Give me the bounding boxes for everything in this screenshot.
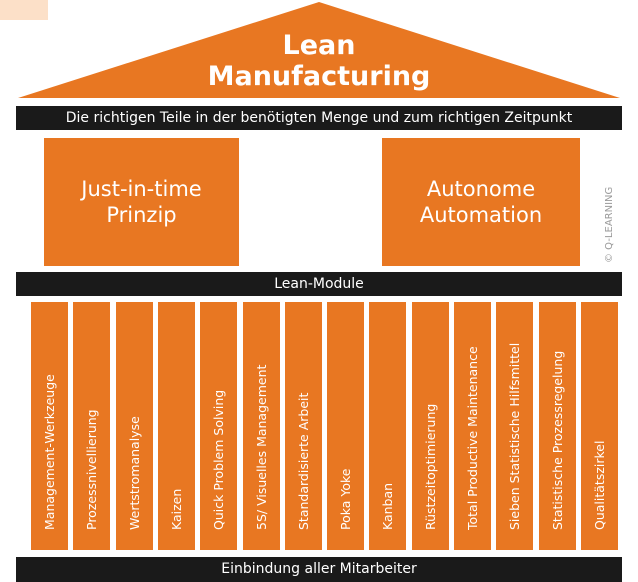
module-column: Prozessnivellierung: [73, 302, 110, 550]
corner-tab: [0, 0, 48, 20]
module-label: Prozessnivellierung: [83, 409, 99, 530]
pillar-autonome-automation: Autonome Automation: [382, 138, 580, 266]
modules-header-bar: Lean-Module: [16, 272, 622, 296]
tagline-bar: Die richtigen Teile in der benötigten Me…: [16, 106, 622, 130]
module-label: Total Productive Maintenance: [464, 346, 480, 530]
module-column: Kanban: [369, 302, 406, 550]
pillar-label: Just-in-time Prinzip: [81, 177, 202, 227]
module-column: Total Productive Maintenance: [454, 302, 491, 550]
module-label: Sieben Statistische Hilfsmittel: [506, 342, 522, 530]
module-column: Qualitätszirkel: [581, 302, 618, 550]
module-label: 5S/ Visuelles Management: [253, 364, 269, 530]
roof-shape: [18, 2, 620, 98]
module-column: Standardisierte Arbeit: [285, 302, 322, 550]
module-column: 5S/ Visuelles Management: [243, 302, 280, 550]
module-label: Quick Problem Solving: [210, 389, 226, 530]
module-column: Kaizen: [158, 302, 195, 550]
module-label: Rüstzeitoptimierung: [422, 403, 438, 530]
foundation-bar: Einbindung aller Mitarbeiter: [16, 557, 622, 582]
module-column: Wertstromanalyse: [116, 302, 153, 550]
module-label: Qualitätszirkel: [591, 440, 607, 530]
module-label: Standardisierte Arbeit: [295, 392, 311, 530]
pillar-just-in-time: Just-in-time Prinzip: [44, 138, 239, 266]
modules-row: Management-Werkzeuge Prozessnivellierung W…: [0, 302, 638, 550]
module-column: Sieben Statistische Hilfsmittel: [496, 302, 533, 550]
module-column: Management-Werkzeuge: [31, 302, 68, 550]
module-column: Quick Problem Solving: [200, 302, 237, 550]
module-column: Rüstzeitoptimierung: [412, 302, 449, 550]
module-label: Poka Yoke: [337, 468, 353, 531]
module-column: Statistische Prozessregelung: [539, 302, 576, 550]
copyright-notice: © Q-LEARNING: [604, 186, 615, 263]
pillar-label: Autonome Automation: [419, 177, 543, 227]
module-label: Kaizen: [168, 488, 184, 530]
module-label: Management-Werkzeuge: [41, 374, 57, 530]
module-label: Kanban: [379, 482, 395, 530]
module-column: Poka Yoke: [327, 302, 364, 550]
roof-title-text: Lean Manufacturing: [207, 30, 431, 92]
module-label: Statistische Prozessregelung: [549, 350, 565, 530]
roof: [16, 0, 622, 100]
roof-title: Lean Manufacturing: [160, 30, 478, 92]
module-label: Wertstromanalyse: [126, 416, 142, 530]
